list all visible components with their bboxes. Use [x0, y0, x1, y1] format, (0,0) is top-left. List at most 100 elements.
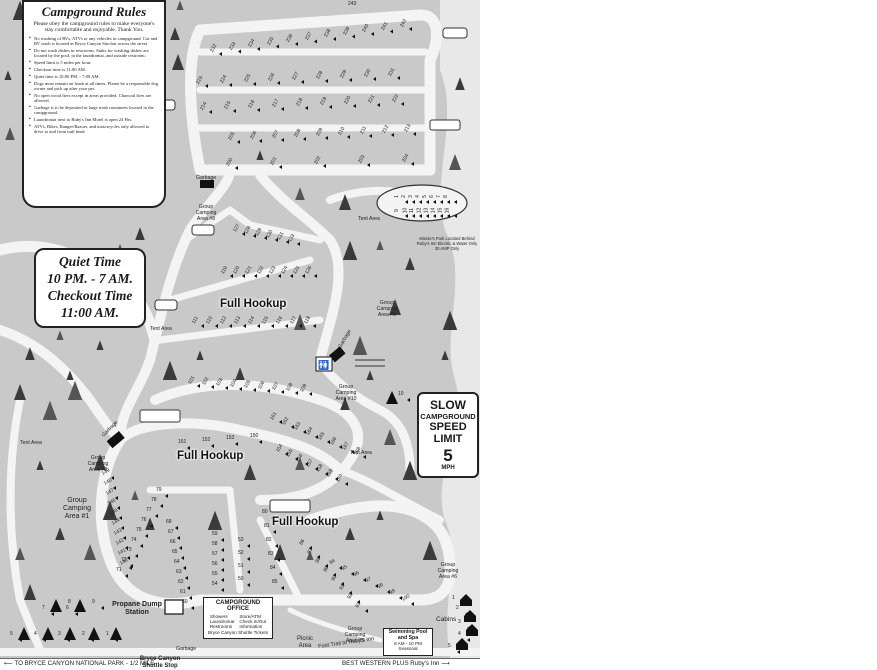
site-marker [209, 110, 212, 114]
site-number: 52 [238, 550, 244, 556]
site-number: 56 [212, 561, 218, 567]
full-hookup-label: Full Hookup [272, 516, 339, 528]
site-marker [175, 526, 178, 530]
group-area-2-label: Group Camping Area #2 [87, 455, 109, 473]
tree-icon [24, 584, 36, 600]
site-marker [387, 590, 390, 594]
site-marker [390, 29, 393, 34]
site-number: 65 [172, 549, 178, 555]
rules-intro: Please obey the campground rules to make… [33, 21, 155, 34]
tree-icon [384, 429, 396, 445]
site-number: 80 [262, 509, 268, 515]
checkout-time-value: 11:00 AM. [60, 305, 119, 320]
group-area-8-label: Group Camping Area #8 [195, 204, 217, 222]
site-marker [277, 558, 280, 562]
direction-left: ⟵ TO BRYCE CANYON NATIONAL PARK - 1/2 MI… [4, 660, 155, 667]
site-marker [412, 214, 415, 218]
site-marker [279, 572, 282, 576]
site-marker [197, 384, 200, 388]
site-marker [413, 132, 416, 136]
site-marker [325, 136, 328, 140]
site-marker [295, 391, 298, 395]
site-marker [211, 385, 214, 389]
site-number: 72 [121, 557, 127, 563]
site-marker [221, 568, 224, 572]
rule-item: No open wood fires except in areas provi… [29, 93, 159, 104]
site-number: 60 [182, 599, 188, 605]
site-number: 75 [136, 527, 142, 533]
site-marker [433, 200, 436, 204]
tree-icon [94, 454, 106, 470]
site-number: 68 [166, 519, 172, 525]
site-number: 61 [180, 589, 186, 595]
tree-icon [56, 330, 64, 340]
roads [0, 9, 480, 656]
site-number: 67 [168, 529, 174, 535]
quiet-time-box: Quiet Time 10 PM. - 7 AM. Checkout Time … [34, 248, 146, 328]
tree-icon [376, 510, 384, 520]
site-marker [333, 573, 336, 577]
bottom-banner: ⟵ TO BRYCE CANYON NATIONAL PARK - 1/2 MI… [0, 658, 480, 670]
site-marker [135, 554, 138, 558]
tree-icon [102, 500, 118, 520]
site-number: 84 [270, 565, 276, 571]
site-marker [150, 524, 153, 528]
site-marker [349, 78, 352, 82]
site-number: 74 [131, 537, 137, 543]
site-marker [303, 137, 306, 141]
tree-icon [405, 257, 415, 270]
site-number: 73 [126, 547, 132, 553]
rule-item: Quiet time is 10:00 PM. - 7:00 AM. [29, 74, 159, 80]
tree-icon [135, 227, 145, 240]
site-marker [115, 496, 118, 500]
cabins-label: Cabins [436, 616, 457, 623]
site-marker [101, 606, 104, 610]
tree-icon [342, 240, 358, 260]
site-marker [219, 52, 222, 56]
left-destination: TO BRYCE CANYON NATIONAL PARK - 1/2 MILE [14, 660, 155, 667]
minnies-site-number: 4 [414, 195, 421, 198]
site-marker [353, 104, 356, 108]
speed-unit: MPH [441, 465, 455, 471]
site-number: 57 [212, 551, 218, 557]
site-marker [179, 546, 182, 550]
campground-text: CAMPGROUND [420, 412, 476, 421]
site-marker [363, 578, 366, 582]
site-number: 78 [151, 497, 157, 503]
site-marker [129, 566, 132, 570]
site-marker [257, 47, 260, 51]
teepee-number: 3 [58, 631, 61, 637]
group-area-6-label: Group Camping Area #6 [437, 562, 459, 580]
site-marker [278, 274, 281, 278]
speed-text: SPEED [429, 421, 467, 433]
tent-area-label: Tent Area [350, 450, 372, 456]
cabin-number: 5 [448, 643, 451, 649]
minnies-site-number: 12 [416, 207, 423, 214]
site-marker [253, 82, 256, 86]
site-marker [345, 482, 348, 486]
site-marker [419, 214, 422, 218]
site-marker [125, 546, 128, 550]
group-area-1-label: Group Camping Area #1 [62, 497, 91, 520]
tree-icon [441, 350, 449, 360]
minnies-site-number: 14 [430, 207, 437, 214]
teepee-number: 8 [68, 599, 71, 605]
site-marker [253, 234, 256, 238]
site-marker [327, 440, 330, 444]
site-marker [411, 162, 414, 166]
site-number: 79 [156, 487, 162, 493]
site-number: 50 [238, 576, 244, 582]
teepee-number: 1 [106, 631, 109, 637]
shuttle-stop-label: Bryce Canyon Shuttle Stop [139, 656, 181, 669]
tree-icon [15, 547, 25, 560]
pool-title: Swimming Pool and Spa [388, 629, 428, 641]
tree-icon [256, 150, 264, 160]
office-footer: Bryce Canyon Shuttle Tickets [207, 629, 268, 635]
full-hookup-label: Full Hookup [177, 450, 244, 462]
site-marker [266, 274, 269, 278]
site-number: 150 [250, 433, 259, 439]
site-marker [407, 398, 410, 402]
tree-icon [84, 544, 96, 560]
office-service: Showers [209, 613, 228, 619]
site-marker [297, 242, 300, 246]
